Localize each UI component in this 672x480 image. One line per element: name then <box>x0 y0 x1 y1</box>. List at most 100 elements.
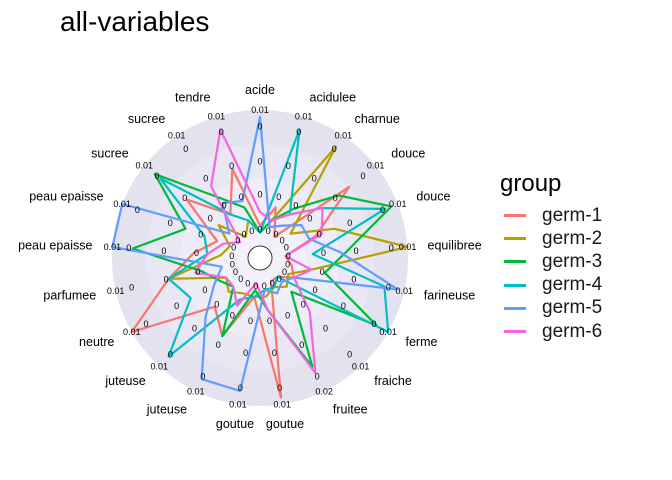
axis-max-label: 0.01 <box>251 105 269 115</box>
axis-tick-label: 0 <box>202 285 207 295</box>
axis-tick-label: 0 <box>253 281 258 291</box>
variable-label: fruitee <box>333 402 368 416</box>
legend-title: group <box>500 170 562 197</box>
axis-tick-label: 0 <box>315 372 320 382</box>
axis-tick-label: 0 <box>245 279 250 289</box>
axis-tick-label: 0 <box>354 246 359 256</box>
axis-tick-label: 0 <box>249 226 254 236</box>
axis-tick-label: 0 <box>307 213 312 223</box>
legend-item-germ-5: germ-5 <box>500 297 602 320</box>
legend-swatch <box>504 237 526 241</box>
axis-tick-label: 0 <box>238 274 243 284</box>
axis-tick-label: 0 <box>143 319 148 329</box>
axis-tick-label: 0 <box>195 267 200 277</box>
axis-max-label: 0.01 <box>113 199 131 209</box>
axis-tick-label: 0 <box>262 281 267 291</box>
axis-tick-label: 0 <box>284 243 289 253</box>
variable-label: goutue <box>266 417 304 431</box>
axis-tick-label: 0 <box>360 171 365 181</box>
axis-tick-label: 0 <box>286 161 291 171</box>
axis-tick-label: 0 <box>208 213 213 223</box>
axis-tick-label: 0 <box>126 243 131 253</box>
axis-tick-label: 0 <box>164 274 169 284</box>
axis-tick-label: 0 <box>347 350 352 360</box>
axis-max-label: 0.01 <box>187 386 205 396</box>
axis-tick-label: 0 <box>194 248 199 258</box>
axis-max-label: 0.01 <box>352 362 370 372</box>
axis-tick-label: 0 <box>230 310 235 320</box>
axis-tick-label: 0 <box>282 267 287 277</box>
variable-label: douce <box>416 190 450 204</box>
axis-max-label: 0.01 <box>396 286 414 296</box>
axis-tick-label: 0 <box>296 127 301 137</box>
axis-tick-label: 0 <box>270 279 275 289</box>
legend-swatch <box>504 260 526 264</box>
axis-tick-label: 0 <box>257 121 262 131</box>
axis-max-label: 0.01 <box>107 286 125 296</box>
axis-tick-label: 0 <box>230 259 235 269</box>
series-line-germ-1 <box>130 167 351 399</box>
axis-max-label: 0.01 <box>379 327 397 337</box>
legend-label: germ-2 <box>542 227 603 249</box>
axis-tick-label: 0 <box>161 246 166 256</box>
axis-tick-label: 0 <box>333 193 338 203</box>
axis-tick-label: 0 <box>277 274 282 284</box>
legend-swatch <box>504 306 526 310</box>
axis-tick-label: 0 <box>257 157 262 167</box>
axis-tick-label: 0 <box>386 282 391 292</box>
axis-max-label: 0.01 <box>399 242 417 252</box>
variable-label: goutue <box>216 417 254 431</box>
center-circle <box>247 245 273 271</box>
legend-item-germ-3: germ-3 <box>500 250 602 273</box>
axis-max-label: 0.01 <box>151 362 169 372</box>
axis-tick-label: 0 <box>238 383 243 393</box>
axis-max-label: 0.01 <box>229 399 247 409</box>
variable-label: charnue <box>355 112 400 126</box>
axis-tick-label: 0 <box>276 192 281 202</box>
axis-tick-label: 0 <box>312 173 317 183</box>
axis-tick-label: 0 <box>299 340 304 350</box>
axis-tick-label: 0 <box>321 248 326 258</box>
axis-tick-label: 0 <box>280 235 285 245</box>
legend-label: germ-6 <box>542 320 603 342</box>
axis-tick-label: 0 <box>219 127 224 137</box>
label-layer: 00000.0100000.0100000.0100000.0100000.01… <box>18 83 482 431</box>
axis-max-label: 0.01 <box>208 112 226 122</box>
axis-tick-label: 0 <box>286 251 291 261</box>
variable-label: fraiche <box>374 374 412 388</box>
axis-tick-label: 0 <box>229 251 234 261</box>
variable-label: farineuse <box>424 288 475 302</box>
legend-label: germ-1 <box>542 204 603 226</box>
legend-swatch <box>504 283 526 287</box>
axis-tick-label: 0 <box>239 192 244 202</box>
axis-tick-label: 0 <box>313 285 318 295</box>
axis-tick-label: 0 <box>272 348 277 358</box>
axis-tick-label: 0 <box>233 267 238 277</box>
axis-tick-label: 0 <box>198 230 203 240</box>
variable-label: juteuse <box>146 402 187 416</box>
legend-item-germ-4: germ-4 <box>500 274 602 297</box>
legend-label: germ-4 <box>542 274 603 296</box>
axis-max-label: 0.01 <box>168 131 186 141</box>
axis-tick-label: 0 <box>235 235 240 245</box>
legend-label: germ-3 <box>542 250 603 272</box>
variable-label: parfumee <box>43 288 96 302</box>
variable-label: sucree <box>91 146 129 160</box>
legend-label: germ-5 <box>542 297 603 319</box>
axis-tick-label: 0 <box>371 319 376 329</box>
axis-tick-label: 0 <box>266 226 271 236</box>
axis-tick-label: 0 <box>301 300 306 310</box>
axis-tick-label: 0 <box>214 300 219 310</box>
axis-max-label: 0.01 <box>273 399 291 409</box>
axis-tick-label: 0 <box>200 372 205 382</box>
axis-max-label: 0.01 <box>335 131 353 141</box>
axis-tick-label: 0 <box>332 144 337 154</box>
axis-tick-label: 0 <box>257 189 262 199</box>
legend-swatch <box>504 330 526 334</box>
axis-max-label: 0.01 <box>389 199 407 209</box>
axis-tick-label: 0 <box>347 218 352 228</box>
axis-max-label: 0.01 <box>295 112 313 122</box>
axis-tick-label: 0 <box>129 282 134 292</box>
